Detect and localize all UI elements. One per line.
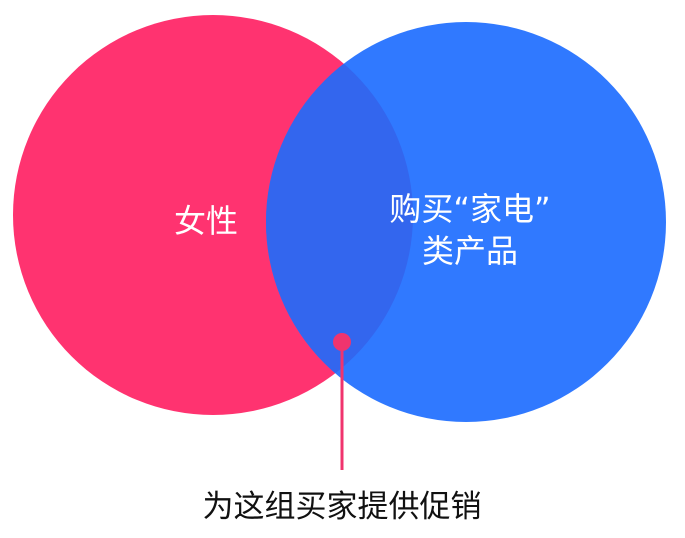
left-circle-label: 女性 <box>174 202 238 240</box>
right-circle-label-line2: 类产品 <box>422 232 518 270</box>
right-circle-label-line1: 购买“家电” <box>389 190 550 228</box>
pointer-dot <box>333 333 351 351</box>
overlap-region <box>266 22 413 415</box>
caption: 为这组买家提供促销 <box>203 489 482 525</box>
